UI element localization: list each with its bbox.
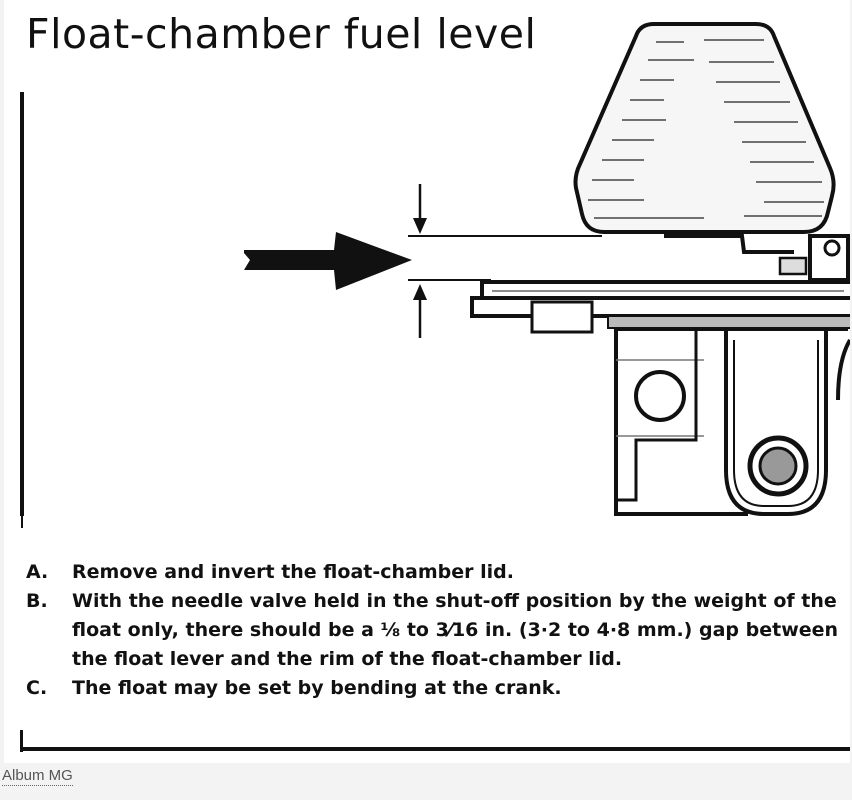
frame-left-line [20,92,24,516]
step-c: C. The float may be set by bending at th… [26,674,850,703]
step-text: The float may be set by bending at the c… [72,677,562,699]
step-b: B. With the needle valve held in the shu… [26,587,850,674]
step-a: A. Remove and invert the float-chamber l… [26,558,850,587]
instructions-list: A. Remove and invert the float-chamber l… [26,558,850,703]
arrow-right-icon [244,232,412,290]
float-chamber-diagram [244,22,850,516]
step-letter: B. [26,590,48,612]
dimension-arrow-icon [408,184,602,338]
float [573,22,836,234]
chamber-lid [470,280,850,516]
float-lever [664,234,850,282]
album-caption-link[interactable]: Album MG [2,767,73,786]
step-letter: C. [26,677,48,699]
page-title: Float-chamber fuel level [26,10,537,58]
step-letter: A. [26,561,49,583]
step-text: With the needle valve held in the shut-o… [72,590,839,670]
document-page: Float-chamber fuel level [4,0,850,763]
step-text: Remove and invert the float-chamber lid. [72,561,514,583]
frame-bottom-corner [20,730,23,752]
frame-bottom-rule [20,747,850,751]
frame-left-tick [21,516,23,528]
